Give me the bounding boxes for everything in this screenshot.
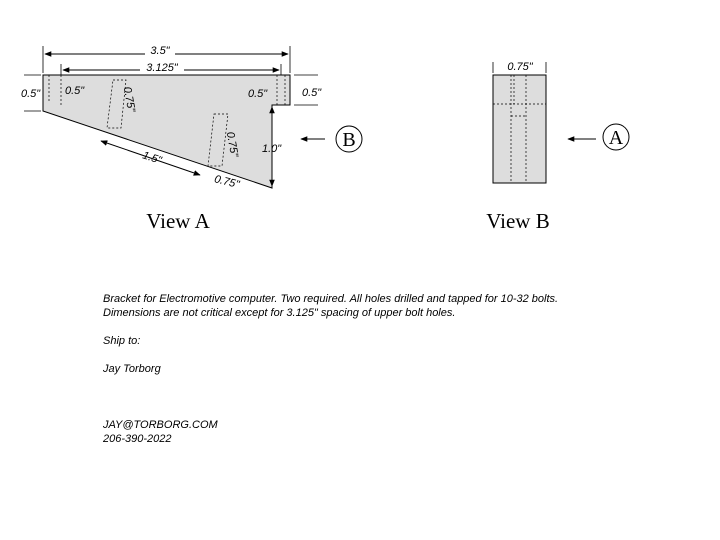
diagonal-hole-2-label: 0.75" <box>224 131 240 159</box>
drawing-notes: Bracket for Electromotive computer. Two … <box>103 292 663 446</box>
upper-hole-hidden-lines <box>48 75 286 107</box>
ship-to-name: Jay Torborg <box>103 363 161 375</box>
view-a-marker-letter: A <box>609 127 624 149</box>
view-b-width-label: 0.75" <box>507 61 533 73</box>
view-b: 0.75" A View B <box>486 61 630 233</box>
view-b-hidden-lines <box>493 75 546 183</box>
description-line-2: Dimensions are not critical except for 3… <box>103 307 456 319</box>
overall-width-label: 3.5" <box>150 45 170 57</box>
right-hole-inset-label: 0.5" <box>248 88 268 100</box>
left-hole-inset-label: 0.5" <box>65 85 85 97</box>
contact-phone: 206-390-2022 <box>103 433 172 445</box>
ship-to-label: Ship to: <box>103 335 141 347</box>
drop-height-label: 1.0" <box>262 143 282 155</box>
left-edge-height-label: 0.5" <box>21 88 41 100</box>
description-line-1: Bracket for Electromotive computer. Two … <box>103 293 559 305</box>
view-a-marker-circle <box>602 123 630 151</box>
diagonal-hole-1-label: 0.75" <box>121 86 137 114</box>
diagonal-length-dimension-line <box>100 140 201 176</box>
right-edge-height-label: 0.5" <box>302 87 322 99</box>
view-a-title: View A <box>146 209 210 233</box>
hole-spacing-label: 3.125" <box>146 62 179 74</box>
view-b-marker-circle <box>335 125 363 153</box>
view-b-marker-letter: B <box>342 129 355 151</box>
view-b-title: View B <box>486 209 549 233</box>
view-a: 3.5" 3.125" 0.5" 0.5" 0.5" 0.5" 0.75" 0.… <box>21 44 363 233</box>
contact-email: JAY@TORBORG.COM <box>103 419 218 431</box>
diagonal-hole-hidden-lines <box>106 79 229 167</box>
diagonal-length-label: 1.5" <box>141 149 164 167</box>
bracket-profile <box>42 74 291 189</box>
view-b-bracket-face <box>492 74 547 184</box>
